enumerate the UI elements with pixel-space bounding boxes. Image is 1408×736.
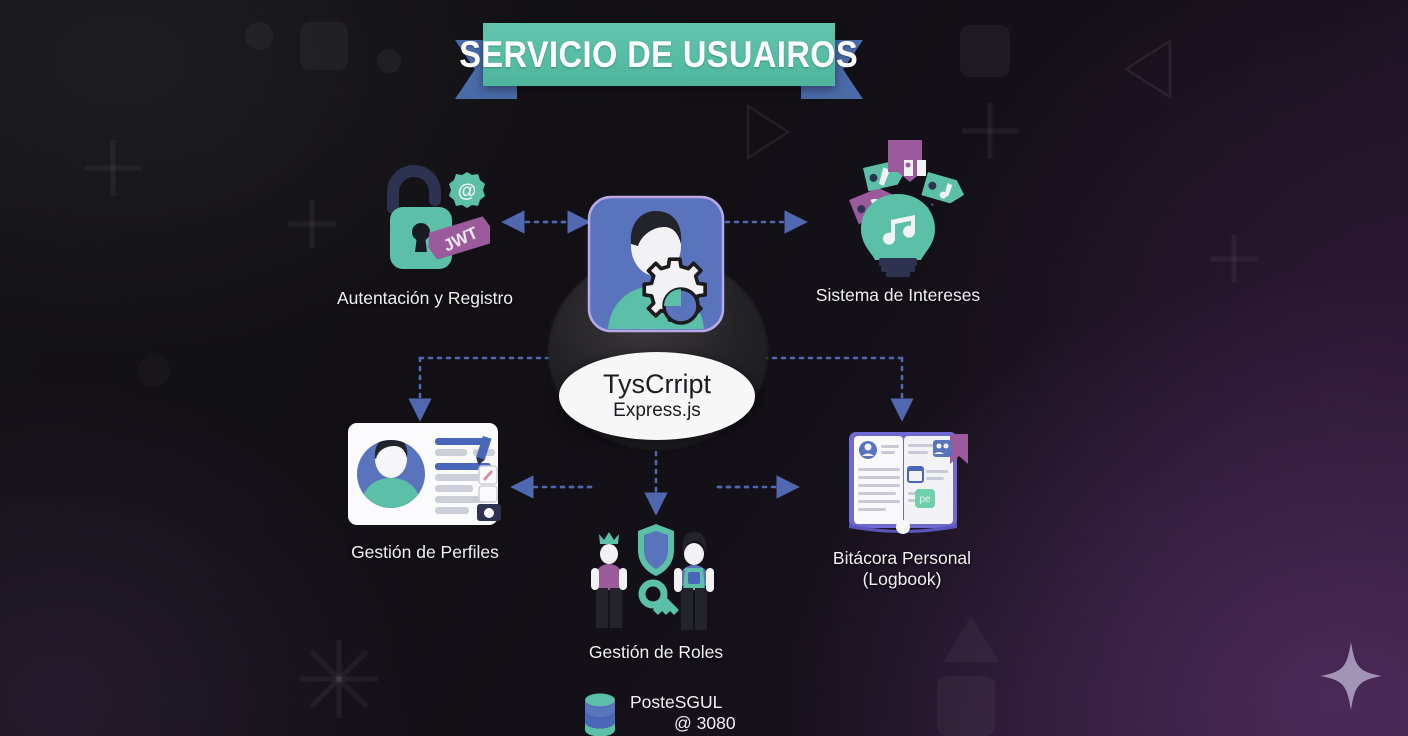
user-gear-icon bbox=[587, 195, 725, 333]
svg-text:pe: pe bbox=[919, 494, 931, 505]
node-logbook-label: Bitácora Personal (Logbook) bbox=[832, 548, 972, 589]
users-shield-key-icon bbox=[591, 524, 714, 630]
database-name: PosteSGUL bbox=[630, 692, 723, 712]
node-interests-art bbox=[823, 132, 973, 277]
padlock-at-jwt-icon: @ JWT bbox=[387, 165, 492, 269]
ribbon-band: SERVICIO DE USUAIROS bbox=[460, 23, 858, 86]
database-port: @ 3080 bbox=[674, 713, 736, 733]
svg-text:@: @ bbox=[458, 181, 477, 202]
center-title: TysCrript bbox=[603, 369, 711, 399]
node-logbook[interactable]: pe Bitácora Personal (Logbook) bbox=[812, 424, 992, 590]
node-auth-label: Autentación y Registro bbox=[336, 288, 514, 308]
database-node[interactable]: PosteSGUL @ 3080 bbox=[583, 692, 736, 736]
banner: SERVICIO DE USUAIROS bbox=[455, 23, 863, 99]
node-auth-art: @ JWT bbox=[360, 160, 492, 275]
node-profiles[interactable]: Gestión de Perfiles bbox=[335, 418, 515, 563]
profile-card-icon bbox=[347, 423, 501, 525]
node-center-icon bbox=[586, 194, 726, 334]
node-roles[interactable]: Gestión de Roles bbox=[586, 520, 726, 663]
banner-title: SERVICIO DE USUAIROS bbox=[459, 33, 859, 75]
database-cylinder-icon bbox=[585, 693, 615, 736]
node-interests-label: Sistema de Intereses bbox=[815, 285, 981, 305]
node-auth[interactable]: @ JWT Autentación y Registro bbox=[330, 160, 520, 309]
center-label-ellipse: TysCrript Express.js bbox=[559, 352, 755, 440]
node-interests[interactable]: Sistema de Intereses bbox=[802, 132, 994, 306]
open-book-icon: pe bbox=[849, 432, 968, 534]
node-profiles-label: Gestión de Perfiles bbox=[351, 542, 499, 562]
node-roles-label: Gestión de Roles bbox=[588, 642, 724, 662]
node-logbook-art: pe bbox=[827, 424, 977, 536]
node-profiles-art bbox=[343, 418, 508, 530]
center-subtitle: Express.js bbox=[613, 400, 701, 421]
node-roles-art bbox=[586, 520, 726, 632]
lightbulb-tags-icon bbox=[849, 140, 965, 277]
